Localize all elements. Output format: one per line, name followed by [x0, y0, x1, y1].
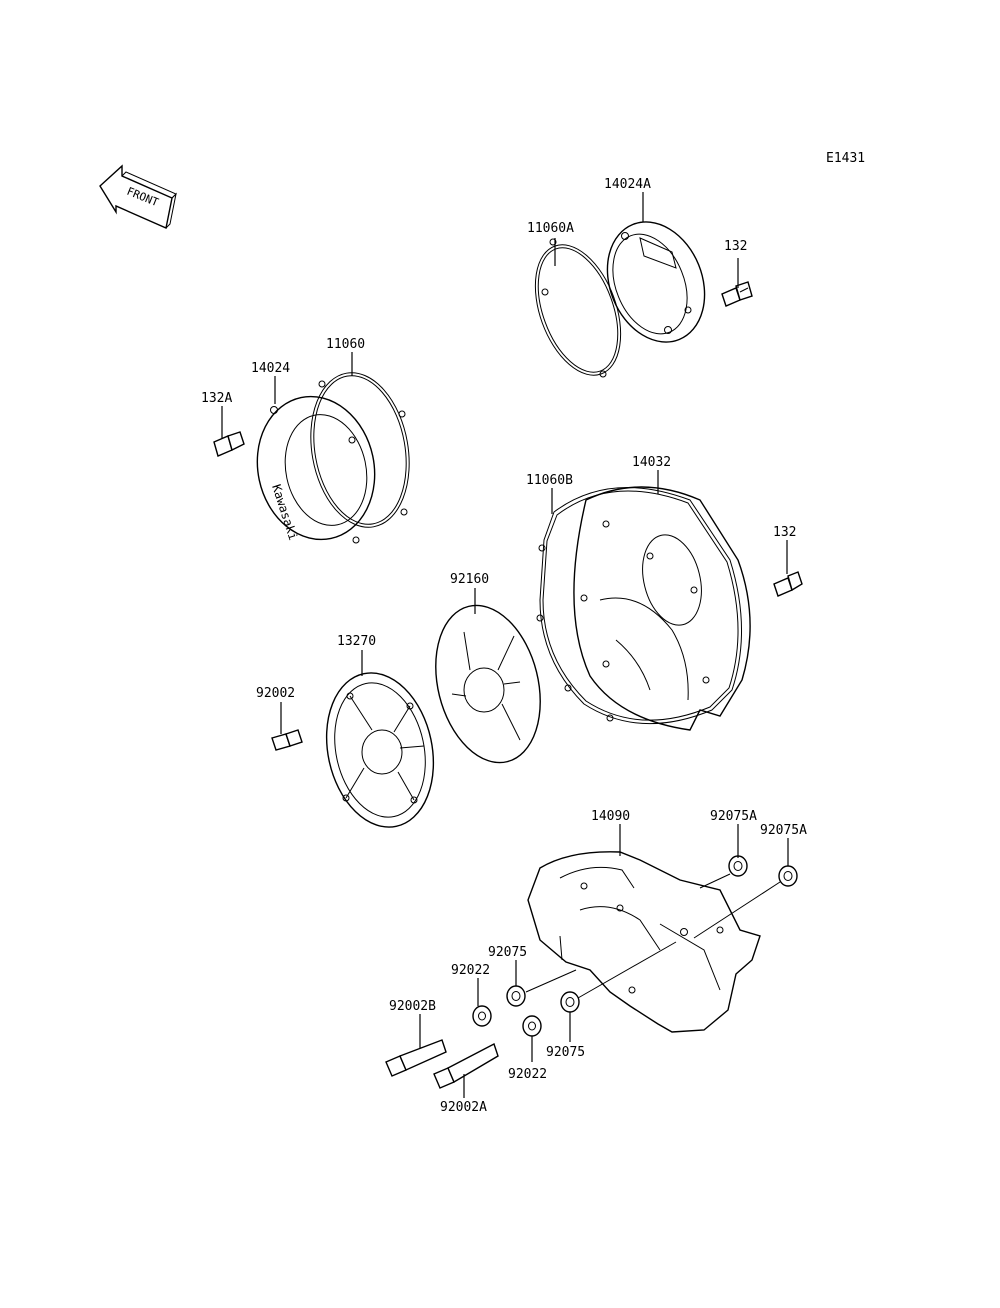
part-92002A-bolt	[433, 1042, 499, 1089]
label-14024A: 14024A	[604, 177, 651, 192]
label-132-top: 132	[724, 239, 747, 254]
part-92075A-collar-1	[728, 855, 748, 877]
label-13270: 13270	[337, 634, 376, 649]
part-92002B-bolt	[385, 1039, 447, 1077]
label-92160: 92160	[450, 572, 489, 587]
part-92022-washer-1	[472, 1005, 492, 1027]
part-92075-collar-1	[506, 985, 526, 1007]
part-92075-collar-2	[560, 991, 580, 1013]
part-14024A-cover	[606, 221, 706, 343]
front-arrow-icon: FRONT	[99, 164, 177, 229]
label-92022-1: 92022	[451, 963, 490, 978]
label-92002: 92002	[256, 686, 295, 701]
label-14032: 14032	[632, 455, 671, 470]
label-14024: 14024	[251, 361, 290, 376]
label-92002A: 92002A	[440, 1100, 487, 1115]
label-14090: 14090	[591, 809, 630, 824]
part-13270-plate	[325, 672, 435, 828]
label-92075A-2: 92075A	[760, 823, 807, 838]
label-11060B: 11060B	[526, 473, 573, 488]
part-132-bolt-mid	[773, 571, 803, 597]
leader-lines	[221, 192, 789, 1098]
label-11060: 11060	[326, 337, 365, 352]
label-92002B: 92002B	[389, 999, 436, 1014]
part-132A-bolt	[213, 431, 245, 457]
part-132-bolt-top	[721, 281, 753, 307]
part-14090-cover	[527, 851, 761, 1033]
part-14032-clutch-cover	[573, 486, 751, 731]
label-11060A: 11060A	[527, 221, 574, 236]
label-92022-2: 92022	[508, 1067, 547, 1082]
part-14024-cover: Kawasaki	[256, 395, 376, 544]
diagram-code: E1431	[826, 151, 865, 166]
label-132A: 132A	[201, 391, 232, 406]
part-92002-bolt	[271, 729, 303, 751]
part-92022-washer-2	[522, 1015, 542, 1037]
part-11060-gasket	[310, 372, 410, 528]
part-92160-plate	[435, 604, 541, 764]
part-92075A-collar-2	[778, 865, 798, 887]
part-11060B-gasket	[536, 487, 742, 725]
label-92075-1: 92075	[488, 945, 527, 960]
label-92075-2: 92075	[546, 1045, 585, 1060]
label-132-mid: 132	[773, 525, 796, 540]
label-92075A-1: 92075A	[710, 809, 757, 824]
